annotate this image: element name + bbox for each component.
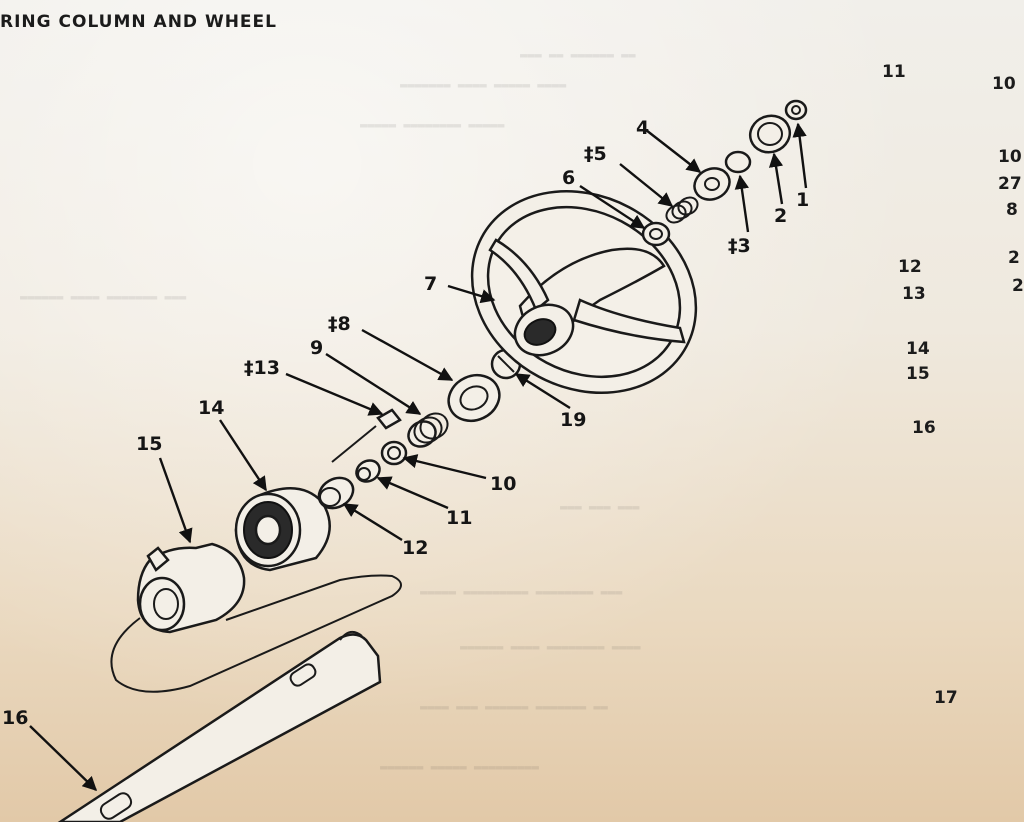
ref-number: 8 — [1006, 200, 1018, 220]
page-title: RING COLUMN AND WHEEL — [0, 12, 277, 32]
ref-number: 17 — [934, 688, 958, 708]
callout-1: 1 — [796, 189, 809, 211]
callout-11: 11 — [446, 507, 472, 529]
ref-number: 12 — [898, 257, 922, 277]
callout-8: ‡8 — [328, 313, 351, 335]
part-9-spring — [407, 412, 449, 448]
part-1-button — [784, 99, 808, 121]
bleed-through-text: ▬▬▬ ▬▬▬ ▬▬▬ — [560, 500, 640, 514]
part-3-cap — [724, 150, 752, 174]
callout-7: 7 — [424, 273, 437, 295]
callout-12: 12 — [402, 537, 428, 559]
callout-9: 9 — [310, 337, 323, 359]
bleed-through-text: ▬▬▬▬ ▬▬▬ ▬▬▬▬▬▬ ▬▬▬▬▬▬▬ ▬▬ — [420, 700, 608, 714]
ref-number: 13 — [902, 284, 926, 304]
ref-number: 11 — [882, 62, 906, 82]
bleed-through-text: ▬▬▬▬▬ ▬▬▬▬▬▬▬▬▬ ▬▬▬▬▬▬▬▬ ▬▬▬ — [420, 585, 623, 599]
callout-14: 14 — [198, 397, 224, 419]
ref-number: 10 — [998, 147, 1022, 167]
bleed-through-text: ▬▬▬▬▬▬ ▬▬▬▬ ▬▬▬▬▬▬▬▬ ▬▬▬▬ — [460, 640, 641, 654]
bleed-through-text: ▬▬▬▬▬▬ ▬▬▬▬▬ ▬▬▬▬▬▬▬▬▬ — [380, 760, 539, 774]
bleed-through-text: ▬▬▬▬▬▬▬ ▬▬▬▬ ▬▬▬▬▬ ▬▬▬▬ — [400, 78, 567, 92]
part-16-column-tube — [57, 630, 382, 822]
ref-number: 15 — [906, 364, 930, 384]
bleed-through-text: ▬▬▬▬▬▬ ▬▬▬▬ ▬▬▬▬▬▬▬ ▬▬▬ — [20, 290, 187, 304]
bleed-through-text: ▬▬▬▬▬ ▬▬▬▬▬▬▬▬ ▬▬▬▬▬ — [360, 118, 505, 132]
part-6-nut — [641, 221, 671, 247]
part-10-washer — [380, 440, 408, 466]
callout-3: ‡3 — [728, 235, 751, 257]
callout-labels: 1 2 ‡3 4 ‡5 6 7 ‡8 9 ‡13 19 10 11 12 14 … — [2, 117, 809, 729]
part-13-screw — [331, 408, 402, 463]
ref-number: 2 — [1012, 276, 1024, 296]
ref-number: 10 — [992, 74, 1016, 94]
part-5-spring — [665, 196, 699, 224]
bleed-through-text: ▬▬▬ ▬▬ ▬▬▬▬▬▬ ▬▬ — [520, 48, 636, 62]
callout-10: 10 — [490, 473, 516, 495]
callout-2: 2 — [774, 205, 787, 227]
callout-13: ‡13 — [244, 357, 280, 379]
ref-number: 27 — [998, 174, 1022, 194]
ref-number: 2 — [1008, 248, 1020, 268]
part-14-switch-housing — [234, 487, 331, 572]
part-11-ring — [355, 459, 381, 483]
callout-6: 6 — [562, 167, 575, 189]
callout-16: 16 — [2, 707, 28, 729]
callout-19: 19 — [560, 409, 586, 431]
leader-lines — [29, 122, 808, 792]
part-15-lock-housing — [110, 542, 402, 693]
ref-number: 14 — [906, 339, 930, 359]
part-8-plate — [447, 373, 501, 423]
part-12-bearing — [317, 476, 355, 510]
part-4-plate — [693, 167, 731, 201]
part-2-horn-cap — [748, 114, 792, 154]
callout-4: 4 — [636, 117, 649, 139]
ref-number: 16 — [912, 418, 936, 438]
callout-15: 15 — [136, 433, 162, 455]
callout-5: ‡5 — [584, 143, 607, 165]
part-7-steering-wheel — [470, 190, 698, 394]
